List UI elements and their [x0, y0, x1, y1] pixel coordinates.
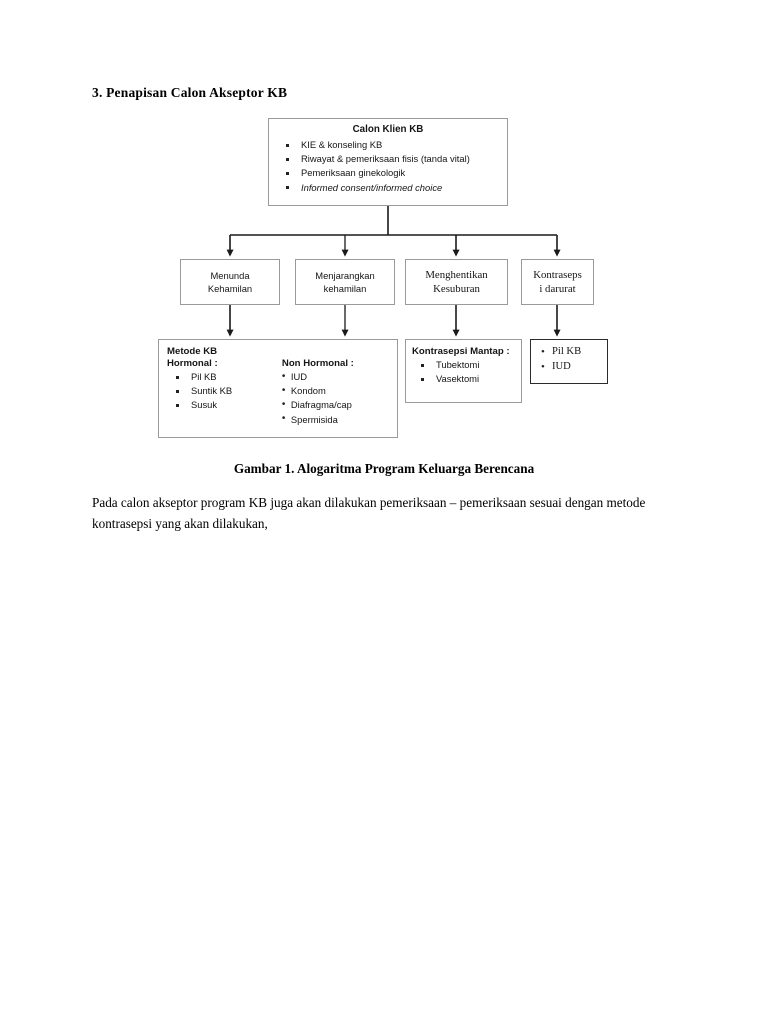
- list-item: Spermisida: [282, 412, 389, 427]
- list-item: Riwayat & pemeriksaan fisis (tanda vital…: [277, 152, 499, 166]
- list-item: Suntik KB: [167, 384, 282, 398]
- branch-label-line2: Kehamilan: [207, 283, 253, 294]
- kontrasepsi-mantap-title: Kontrasepsi Mantap :: [412, 346, 510, 357]
- branch-label-line2: i darurat: [539, 283, 576, 295]
- node-menunda-kehamilan: Menunda Kehamilan: [180, 259, 280, 305]
- list-item: KIE & konseling KB: [277, 138, 499, 152]
- branch-label-line1: Menunda: [210, 270, 250, 281]
- calon-klien-list: KIE & konseling KB Riwayat & pemeriksaan…: [277, 138, 499, 195]
- darurat-methods-list: Pil KB IUD: [535, 345, 603, 374]
- list-item: IUD: [282, 369, 389, 384]
- node-menghentikan-kesuburan: Menghentikan Kesuburan: [405, 259, 508, 305]
- branch-label-line1: Menghentikan: [425, 269, 488, 281]
- list-item: Kondom: [282, 384, 389, 398]
- branch-label-line1: Kontraseps: [533, 269, 582, 281]
- node-menjarangkan-kehamilan: Menjarangkan kehamilan: [295, 259, 395, 305]
- list-item: Tubektomi: [412, 358, 515, 372]
- list-item: Diafragma/cap: [282, 398, 389, 412]
- metode-non-hormonal-column: Non Hormonal : IUD Kondom Diafragma/cap …: [282, 358, 389, 427]
- list-item: Pemeriksaan ginekologik: [277, 166, 499, 180]
- branch-label-line2: Kesuburan: [433, 283, 480, 295]
- hormonal-heading: Hormonal :: [167, 358, 218, 369]
- node-calon-klien-kb: Calon Klien KB KIE & konseling KB Riwaya…: [268, 118, 508, 206]
- node-darurat-methods: Pil KB IUD: [530, 339, 608, 384]
- kontrasepsi-mantap-list: Tubektomi Vasektomi: [412, 358, 515, 386]
- flowchart: Calon Klien KB KIE & konseling KB Riwaya…: [0, 0, 768, 460]
- branch-label-line1: Menjarangkan: [315, 270, 375, 281]
- metode-hormonal-column: Hormonal : Pil KB Suntik KB Susuk: [167, 358, 282, 427]
- list-item: Pil KB: [167, 370, 282, 384]
- hormonal-list: Pil KB Suntik KB Susuk: [167, 370, 282, 413]
- list-item: Vasektomi: [412, 372, 515, 386]
- list-item: IUD: [535, 360, 603, 375]
- section-heading: 3. Penapisan Calon Akseptor KB: [92, 85, 288, 100]
- node-kontrasepsi-darurat: Kontraseps i darurat: [521, 259, 594, 305]
- list-item: Informed consent/informed choice: [277, 181, 499, 195]
- node-metode-kb: Metode KB Hormonal : Pil KB Suntik KB Su…: [158, 339, 398, 438]
- body-paragraph: Pada calon akseptor program KB juga akan…: [92, 495, 646, 531]
- branch-label-line2: kehamilan: [323, 283, 367, 294]
- node-kontrasepsi-mantap: Kontrasepsi Mantap : Tubektomi Vasektomi: [405, 339, 522, 403]
- list-item: Susuk: [167, 398, 282, 412]
- non-hormonal-list: IUD Kondom Diafragma/cap Spermisida: [282, 369, 389, 427]
- calon-klien-title: Calon Klien KB: [352, 124, 424, 135]
- non-hormonal-heading: Non Hormonal :: [281, 358, 354, 369]
- figure-caption: Gambar 1. Alogaritma Program Keluarga Be…: [233, 461, 535, 476]
- list-item: Pil KB: [535, 345, 603, 360]
- metode-kb-title: Metode KB: [167, 346, 218, 357]
